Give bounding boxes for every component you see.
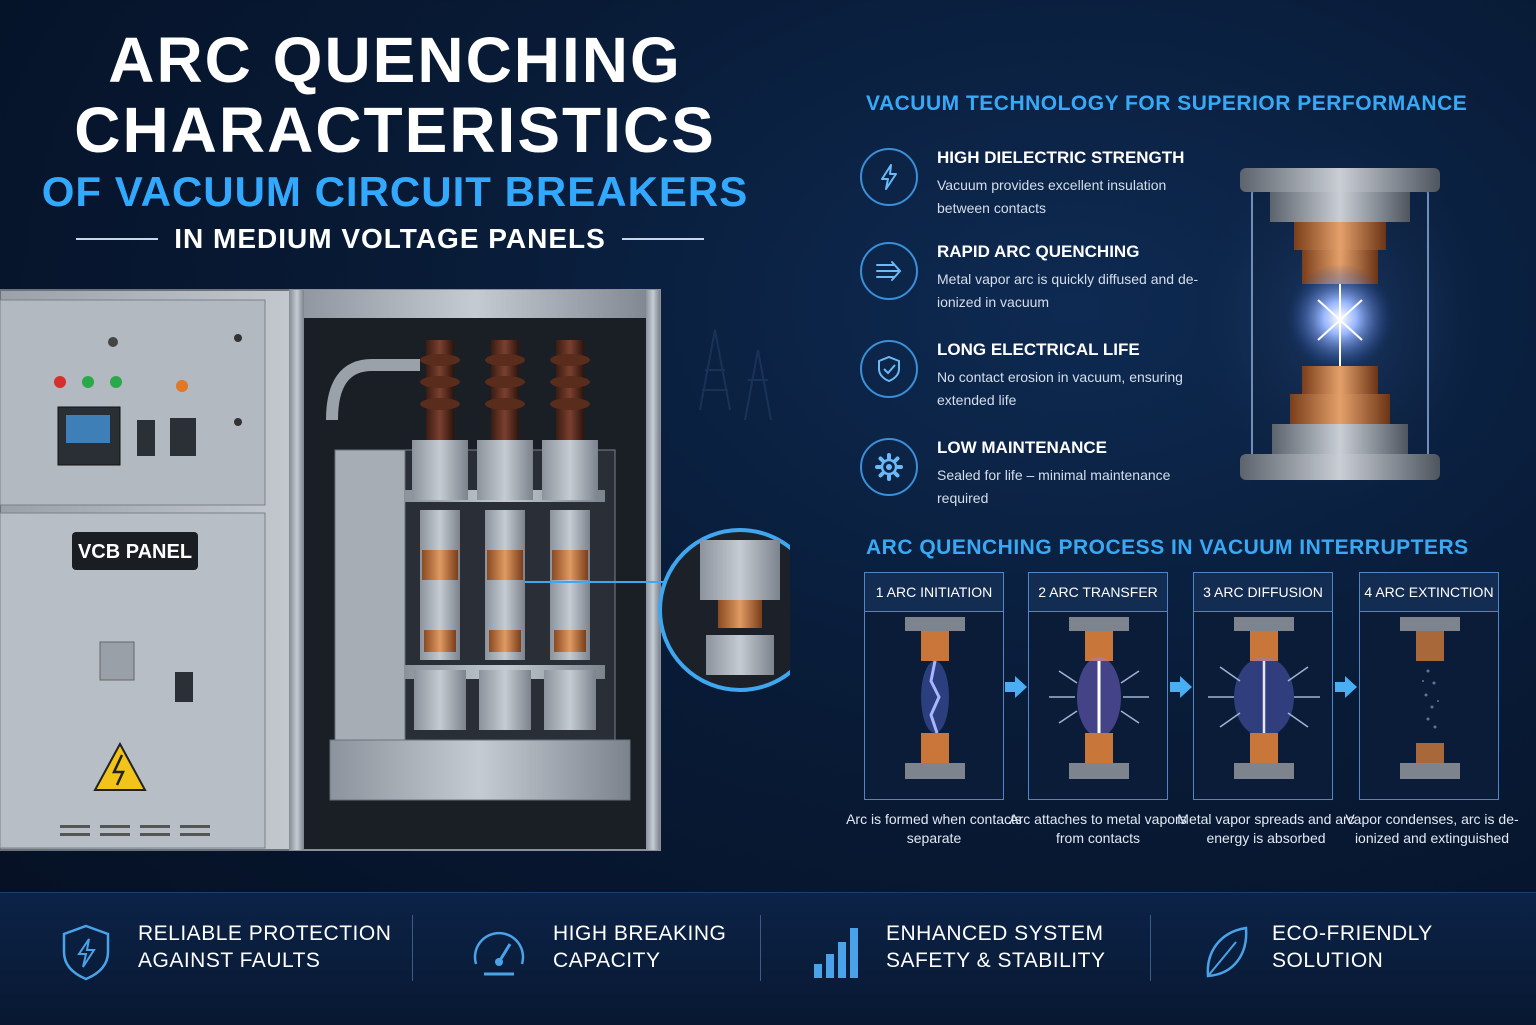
benefit-line-2: CAPACITY — [553, 949, 661, 972]
step-arrow-2-icon — [1170, 676, 1192, 698]
feature-title: RAPID ARC QUENCHING — [937, 242, 1140, 261]
benefit-line-2: SOLUTION — [1272, 949, 1384, 972]
benefit-enhanced-system-safety: ENHANCED SYSTEM SAFETY & STABILITY — [812, 918, 1122, 998]
technology-heading: VACUUM TECHNOLOGY FOR SUPERIOR PERFORMAN… — [866, 92, 1468, 115]
shield-lightning-icon — [62, 924, 110, 981]
lightning-icon — [860, 148, 918, 206]
arc-initiation-graphic — [905, 617, 965, 779]
process-step-1: 1 ARC INITIATION — [864, 572, 1004, 800]
step-label: 3 ARC DIFFUSION — [1194, 573, 1332, 612]
benefits-bar: RELIABLE PROTECTION AGAINST FAULTS HIGH … — [0, 892, 1536, 1025]
subtitle: IN MEDIUM VOLTAGE PANELS — [174, 223, 606, 254]
benefit-reliable-protection: RELIABLE PROTECTION AGAINST FAULTS — [58, 918, 398, 998]
gear-icon — [860, 438, 918, 496]
benefit-divider — [1150, 915, 1151, 981]
feature-title: LOW MAINTENANCE — [937, 438, 1107, 457]
benefit-high-breaking-capacity: HIGH BREAKING CAPACITY — [468, 918, 748, 998]
switchgear-panel-illustration: VCB PANEL — [0, 289, 790, 851]
leaf-icon — [1206, 926, 1248, 978]
title-line-2: CHARACTERISTICS — [74, 94, 716, 166]
step-desc-2: Arc attaches to metal vapors from contac… — [1009, 811, 1187, 846]
feature-desc: Metal vapor arc is quickly diffused and … — [937, 271, 1199, 310]
vcb-panel-label: VCB PANEL — [78, 541, 192, 563]
step-arrow-3-icon — [1335, 676, 1357, 698]
process-step-2: 2 ARC TRANSFER — [1028, 572, 1168, 800]
feature-desc: Sealed for life – minimal maintenance re… — [937, 467, 1171, 506]
vacuum-interrupter-illustration — [1190, 120, 1490, 520]
arc-extinction-graphic — [1400, 617, 1460, 779]
feature-rapid-arc-quenching: RAPID ARC QUENCHING Metal vapor arc is q… — [860, 242, 1220, 322]
subtitle-rule-left — [76, 238, 159, 240]
step-desc-4: Vapor condenses, arc is de-ionized and e… — [1345, 811, 1519, 846]
benefit-line-2: AGAINST FAULTS — [138, 949, 321, 972]
feature-title: LONG ELECTRICAL LIFE — [937, 340, 1140, 359]
benefit-line-1: ENHANCED SYSTEM — [886, 922, 1104, 945]
benefit-line-1: ECO-FRIENDLY — [1272, 922, 1433, 945]
arc-diffusion-graphic — [1208, 617, 1320, 779]
benefit-divider — [760, 915, 761, 981]
feature-desc: No contact erosion in vacuum, ensuring e… — [937, 369, 1183, 408]
feature-long-electrical-life: LONG ELECTRICAL LIFE No contact erosion … — [860, 340, 1220, 420]
gauge-icon — [473, 931, 525, 976]
benefit-line-1: RELIABLE PROTECTION — [138, 922, 392, 945]
benefit-line-2: SAFETY & STABILITY — [886, 949, 1106, 972]
process-heading: ARC QUENCHING PROCESS IN VACUUM INTERRUP… — [866, 536, 1469, 559]
step-desc-1: Arc is formed when contacts separate — [846, 811, 1022, 846]
step-label: 4 ARC EXTINCTION — [1360, 573, 1498, 612]
feature-high-dielectric-strength: HIGH DIELECTRIC STRENGTH Vacuum provides… — [860, 148, 1220, 228]
breaker-poles — [412, 340, 598, 730]
shield-check-icon — [860, 340, 918, 398]
benefit-line-1: HIGH BREAKING — [553, 922, 727, 945]
subtitle-row: IN MEDIUM VOLTAGE PANELS — [60, 222, 720, 256]
step-label: 2 ARC TRANSFER — [1029, 573, 1167, 612]
benefit-divider — [412, 915, 413, 981]
title-line-1: ARC QUENCHING — [108, 24, 682, 96]
arrows-icon — [860, 242, 918, 300]
feature-title: HIGH DIELECTRIC STRENGTH — [937, 148, 1185, 167]
feature-low-maintenance: LOW MAINTENANCE Sealed for life – minima… — [860, 438, 1220, 518]
feature-desc: Vacuum provides excellent insulation bet… — [937, 177, 1167, 216]
process-step-4: 4 ARC EXTINCTION — [1359, 572, 1499, 800]
process-step-3: 3 ARC DIFFUSION — [1193, 572, 1333, 800]
arc-transfer-graphic — [1049, 617, 1149, 779]
step-arrow-1-icon — [1005, 676, 1027, 698]
title-line-3: OF VACUUM CIRCUIT BREAKERS — [41, 168, 749, 215]
subtitle-rule-right — [621, 238, 704, 240]
step-desc-3: Metal vapor spreads and arc energy is ab… — [1177, 811, 1355, 846]
step-label: 1 ARC INITIATION — [865, 573, 1003, 612]
benefit-eco-friendly: ECO-FRIENDLY SOLUTION — [1200, 918, 1460, 998]
bar-chart-icon — [814, 928, 858, 978]
